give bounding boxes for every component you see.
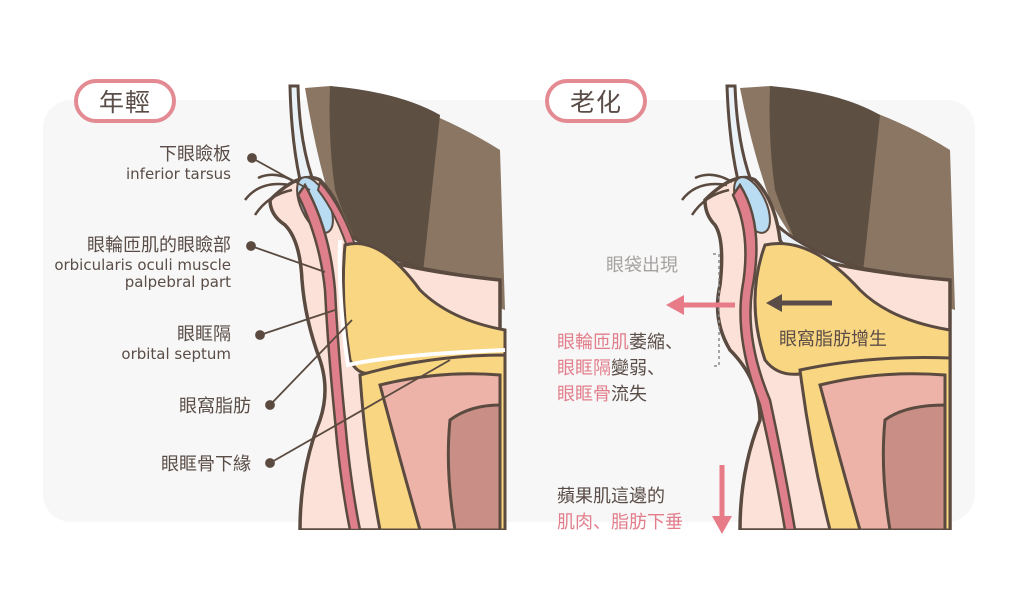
label-sagging: 蘋果肌這邊的 肌肉、脂肪下垂 <box>557 484 683 536</box>
cause-text: 變弱、 <box>611 358 665 380</box>
label-inferior-tarsus: 下眼瞼板 inferior tarsus <box>125 144 231 183</box>
young-eye-illustration <box>244 84 507 530</box>
cause-bone: 眼眶骨流失 <box>557 382 683 408</box>
aging-title: 老化 <box>569 88 622 117</box>
label-en: orbicularis oculi muscle <box>54 255 231 274</box>
fat-growth-arrow-icon <box>766 294 832 312</box>
label-fat-growth: 眼窩脂肪增生 <box>779 329 887 350</box>
label-zh: 眼眶隔 <box>177 324 231 345</box>
label-eye-bag: 眼袋出現 <box>606 255 678 276</box>
label-zh: 眼輪匝肌的眼瞼部 <box>87 235 231 256</box>
label-zh: 眼眶骨下緣 <box>161 454 251 475</box>
label-en: inferior tarsus <box>125 164 231 183</box>
sagging-line-2: 肌肉、脂肪下垂 <box>557 512 683 534</box>
label-orbicularis-oculi: 眼輪匝肌的眼瞼部 orbicularis oculi muscle palpeb… <box>54 235 231 291</box>
cause-highlight: 眼眶骨 <box>557 384 611 406</box>
label-orbital-septum: 眼眶隔 orbital septum <box>121 324 231 363</box>
label-orbital-fat: 眼窩脂肪 <box>179 396 251 418</box>
cause-septum: 眼眶隔變弱、 <box>557 356 683 382</box>
young-title: 年輕 <box>98 88 151 117</box>
label-orbital-rim: 眼眶骨下緣 <box>161 454 251 476</box>
aging-title-badge: 老化 <box>545 79 647 123</box>
label-en: orbital septum <box>121 344 231 363</box>
young-title-badge: 年輕 <box>74 79 176 123</box>
eye-bag-bracket <box>713 253 720 367</box>
label-causes: 眼輪匝肌萎縮、 眼眶隔變弱、 眼眶骨流失 <box>557 330 683 408</box>
cause-muscle: 眼輪匝肌萎縮、 <box>557 330 683 356</box>
cause-highlight: 眼眶隔 <box>557 358 611 380</box>
label-zh: 眼窩脂肪 <box>179 396 251 417</box>
label-en-2: palpebral part <box>124 272 231 291</box>
cause-highlight: 眼輪匝肌 <box>557 332 629 353</box>
cause-text: 流失 <box>611 384 647 406</box>
sagging-arrow-icon <box>712 465 732 534</box>
cause-text: 萎縮、 <box>629 332 683 353</box>
sagging-line-1: 蘋果肌這邊的 <box>557 486 665 507</box>
label-zh: 下眼瞼板 <box>159 144 231 165</box>
aging-eye-illustration <box>681 84 955 530</box>
eye-bag-arrow-icon <box>666 295 735 315</box>
